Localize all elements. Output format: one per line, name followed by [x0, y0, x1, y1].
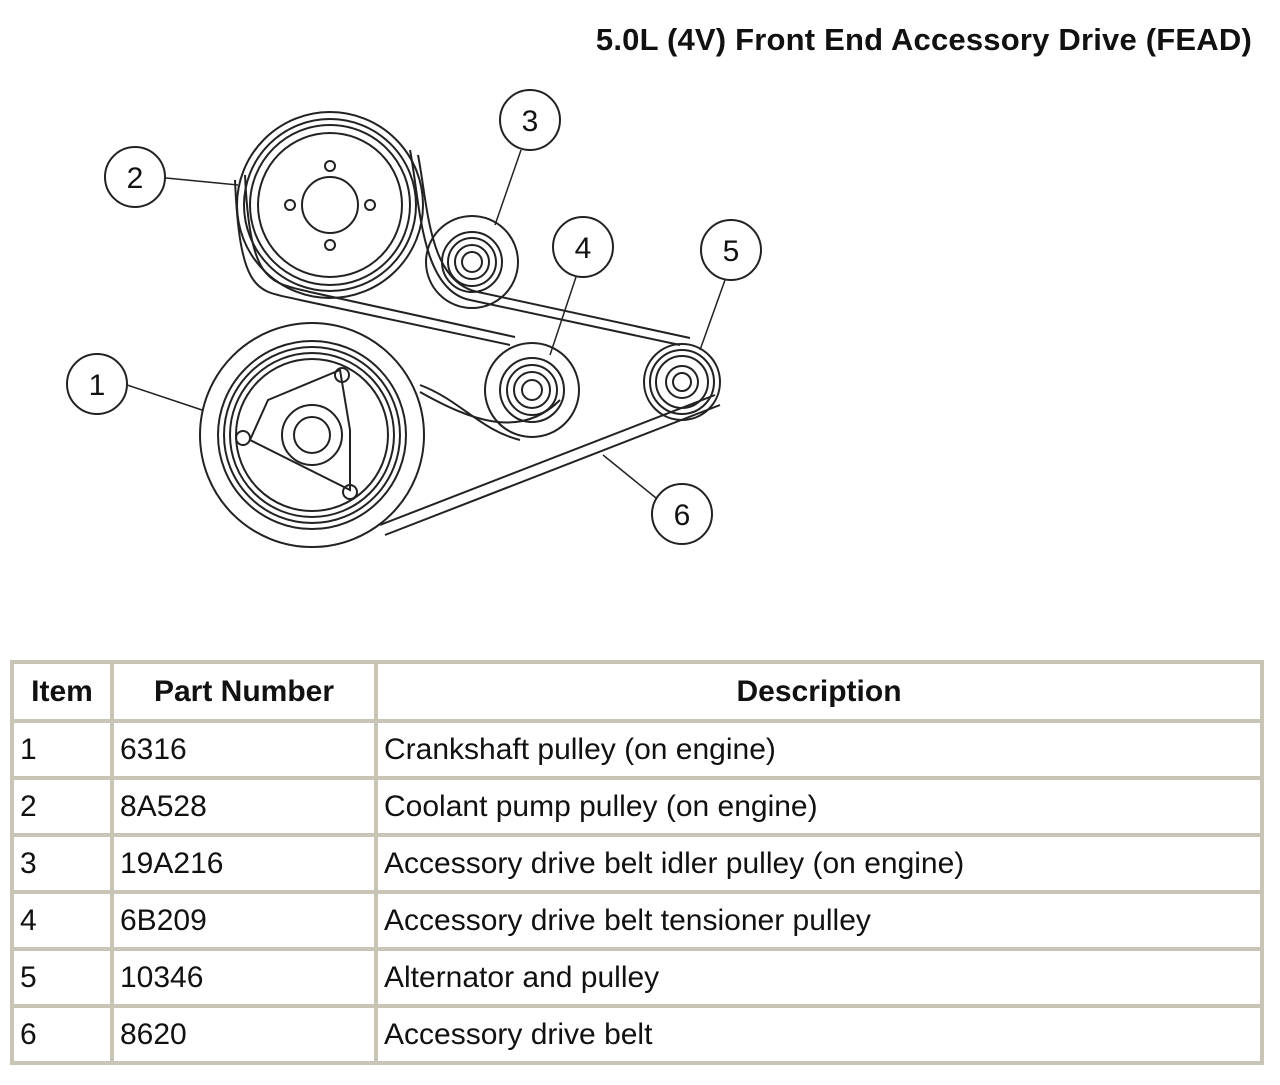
- leader-lines: [126, 149, 726, 499]
- callout-6-label: 6: [674, 499, 691, 532]
- cell-description: Crankshaft pulley (on engine): [376, 721, 1262, 778]
- cell-item: 3: [12, 835, 112, 892]
- cell-part-number: 10346: [112, 949, 376, 1006]
- accessory-drive-belt: [234, 149, 721, 536]
- cell-item: 4: [12, 892, 112, 949]
- callout-3-label: 3: [522, 105, 539, 138]
- table-row: 5 10346 Alternator and pulley: [12, 949, 1262, 1006]
- table-header-row: Item Part Number Description: [12, 662, 1262, 721]
- cell-item: 1: [12, 721, 112, 778]
- callout-1: 1: [66, 353, 128, 415]
- callout-2: 2: [104, 146, 166, 208]
- cell-description: Alternator and pulley: [376, 949, 1262, 1006]
- cell-item: 2: [12, 778, 112, 835]
- callout-3: 3: [499, 89, 561, 151]
- callout-1-label: 1: [89, 369, 106, 402]
- idler-pulley: [425, 215, 519, 309]
- cell-part-number: 6316: [112, 721, 376, 778]
- cell-item: 5: [12, 949, 112, 1006]
- cell-item: 6: [12, 1006, 112, 1063]
- parts-table: Item Part Number Description 1 6316 Cran…: [10, 660, 1264, 1065]
- fead-diagram: 1 2 3 4 5 6: [66, 89, 762, 548]
- table-row: 4 6B209 Accessory drive belt tensioner p…: [12, 892, 1262, 949]
- header-part-number: Part Number: [112, 662, 376, 721]
- callout-4: 4: [552, 216, 614, 278]
- cell-part-number: 8620: [112, 1006, 376, 1063]
- callout-2-label: 2: [127, 162, 144, 195]
- cell-description: Coolant pump pulley (on engine): [376, 778, 1262, 835]
- tensioner-pulley: [484, 342, 580, 438]
- cell-part-number: 8A528: [112, 778, 376, 835]
- alternator-pulley: [643, 343, 721, 421]
- cell-description: Accessory drive belt idler pulley (on en…: [376, 835, 1262, 892]
- header-description: Description: [376, 662, 1262, 721]
- cell-description: Accessory drive belt tensioner pulley: [376, 892, 1262, 949]
- callout-4-label: 4: [575, 232, 592, 265]
- page-title: 5.0L (4V) Front End Accessory Drive (FEA…: [595, 22, 1252, 57]
- table-row: 1 6316 Crankshaft pulley (on engine): [12, 721, 1262, 778]
- callout-5-label: 5: [723, 235, 740, 268]
- callout-5: 5: [700, 219, 762, 281]
- table-row: 2 8A528 Coolant pump pulley (on engine): [12, 778, 1262, 835]
- crankshaft-pulley: [199, 322, 425, 548]
- cell-part-number: 19A216: [112, 835, 376, 892]
- coolant-pump-pulley: [236, 111, 424, 299]
- header-item: Item: [12, 662, 112, 721]
- table-row: 3 19A216 Accessory drive belt idler pull…: [12, 835, 1262, 892]
- table-row: 6 8620 Accessory drive belt: [12, 1006, 1262, 1063]
- callout-6: 6: [651, 483, 713, 545]
- cell-description: Accessory drive belt: [376, 1006, 1262, 1063]
- cell-part-number: 6B209: [112, 892, 376, 949]
